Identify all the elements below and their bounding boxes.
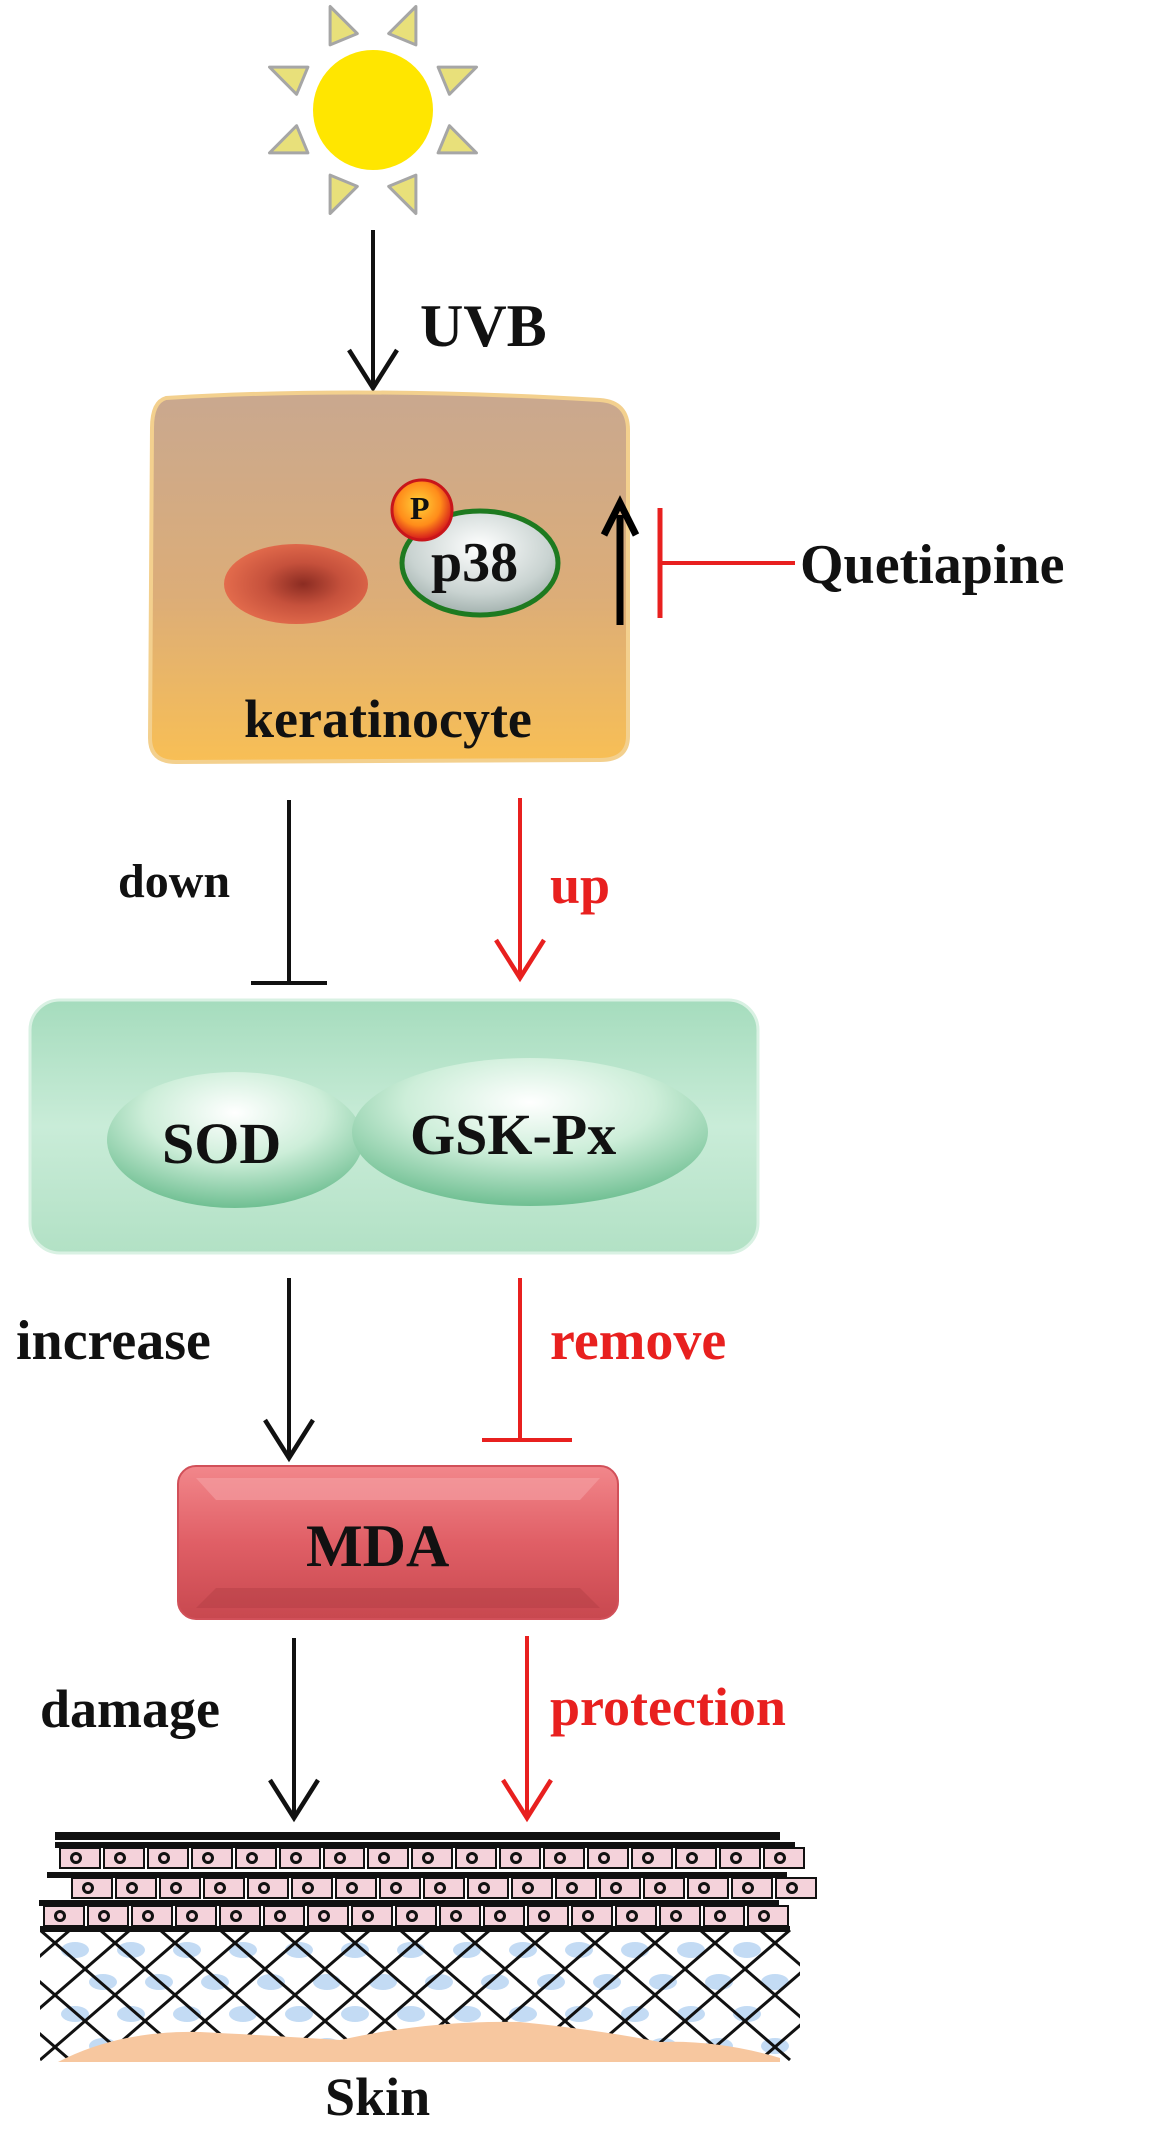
sun-icon bbox=[268, 5, 478, 215]
quetiapine-label: Quetiapine bbox=[800, 534, 1065, 596]
phospho-label: P bbox=[410, 490, 430, 526]
phospho-badge bbox=[390, 478, 454, 542]
increase-label: increase bbox=[16, 1310, 211, 1372]
down-label: down bbox=[118, 855, 231, 908]
damage-arrow-connector bbox=[268, 1638, 320, 1823]
keratinocyte-cell bbox=[147, 390, 640, 765]
gskpx-oval bbox=[352, 1058, 708, 1206]
sod-oval bbox=[107, 1072, 363, 1208]
increase-arrow-connector bbox=[263, 1278, 315, 1463]
uvb-label: UVB bbox=[420, 293, 547, 359]
skin-layers-icon bbox=[39, 1832, 817, 2062]
remove-label: remove bbox=[550, 1310, 727, 1372]
quetiapine-inhibition bbox=[657, 508, 795, 618]
mda-box bbox=[177, 1465, 619, 1620]
keratinocyte-label: keratinocyte bbox=[244, 689, 532, 749]
nucleus-icon bbox=[224, 544, 368, 624]
sun-ray bbox=[387, 5, 418, 47]
protection-arrow-connector bbox=[501, 1636, 553, 1823]
uvb-arrow bbox=[347, 230, 399, 393]
mda-label: MDA bbox=[306, 1513, 450, 1579]
skin-label: Skin bbox=[325, 2067, 431, 2127]
up-label: up bbox=[550, 855, 611, 915]
antioxidant-enzyme-box bbox=[28, 998, 760, 1255]
sod-label: SOD bbox=[162, 1111, 282, 1176]
sun-ray bbox=[436, 65, 478, 96]
damage-label: damage bbox=[40, 1679, 220, 1739]
down-inhibit-connector bbox=[251, 800, 327, 985]
gskpx-label: GSK-Px bbox=[410, 1102, 617, 1167]
p38-protein bbox=[399, 508, 561, 618]
sun-ray bbox=[328, 5, 359, 47]
sun-ray bbox=[328, 173, 359, 215]
sun-ray bbox=[268, 124, 310, 155]
sun-ray bbox=[387, 173, 418, 215]
protection-label: protection bbox=[550, 1677, 786, 1737]
sun-ray bbox=[268, 65, 310, 96]
sun-ray bbox=[436, 124, 478, 155]
remove-inhibit-connector bbox=[482, 1278, 572, 1442]
p38-label: p38 bbox=[431, 532, 519, 594]
up-arrow-connector bbox=[494, 798, 546, 983]
